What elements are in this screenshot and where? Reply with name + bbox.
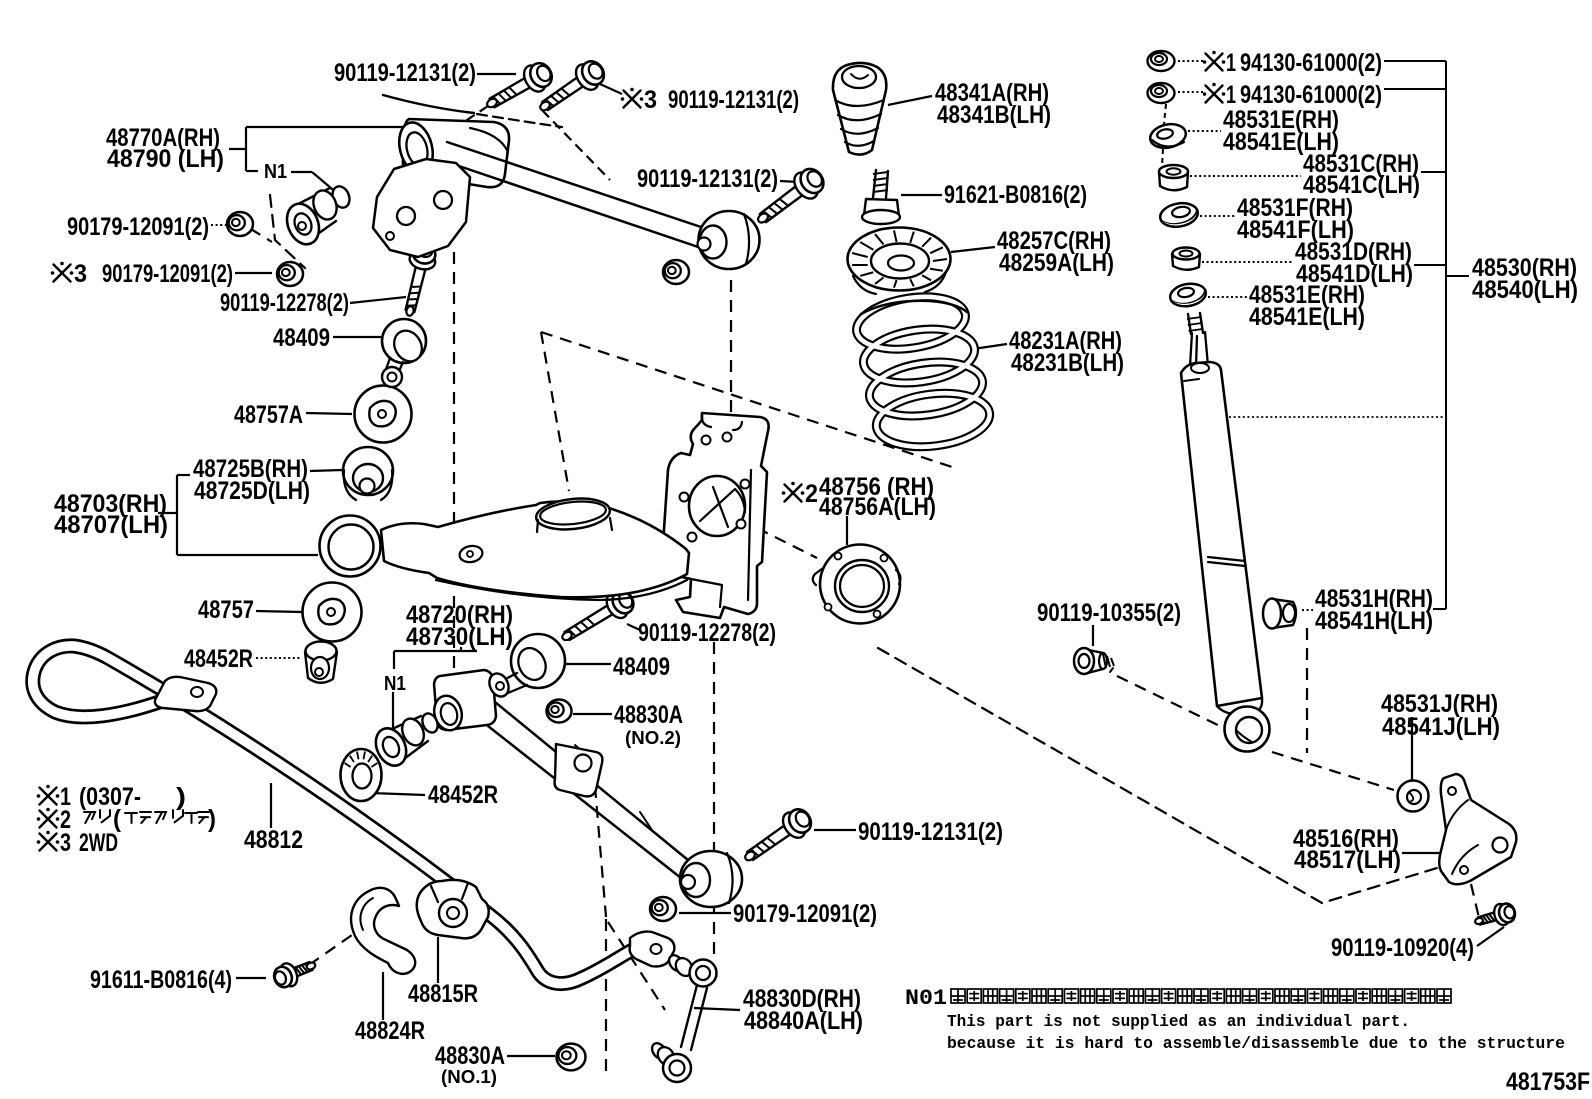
svg-text:48756 (RH): 48756 (RH): [819, 473, 934, 501]
svg-text:48756A(LH): 48756A(LH): [819, 493, 936, 521]
svg-text:): ): [208, 805, 216, 833]
svg-text:1: 1: [1226, 81, 1236, 109]
svg-text:48231A(RH): 48231A(RH): [1009, 327, 1122, 355]
svg-text:48541D(LH): 48541D(LH): [1296, 260, 1413, 288]
svg-text:48541E(LH): 48541E(LH): [1249, 303, 1365, 331]
svg-text:48531F(RH): 48531F(RH): [1237, 194, 1353, 222]
svg-text:N1: N1: [264, 161, 287, 183]
svg-text:48790 (LH): 48790 (LH): [107, 145, 224, 173]
svg-text:48830D(RH): 48830D(RH): [743, 985, 861, 1013]
svg-text:48725B(RH): 48725B(RH): [193, 455, 308, 483]
svg-text:48757A: 48757A: [234, 401, 303, 429]
svg-text:48840A(LH): 48840A(LH): [744, 1007, 863, 1035]
svg-text:94130-61000(2): 94130-61000(2): [1240, 81, 1382, 109]
svg-text:90119-12278(2): 90119-12278(2): [220, 289, 349, 317]
svg-text:48530(RH): 48530(RH): [1472, 254, 1577, 282]
svg-text:48824R: 48824R: [355, 1017, 425, 1045]
svg-text:48730(LH): 48730(LH): [406, 623, 513, 651]
svg-text:48720(RH): 48720(RH): [406, 601, 513, 629]
svg-text:48541J(LH): 48541J(LH): [1382, 713, 1500, 741]
svg-text:48409: 48409: [273, 324, 330, 352]
svg-text:48725D(LH): 48725D(LH): [194, 477, 310, 505]
svg-text:90119-12278(2): 90119-12278(2): [638, 619, 776, 647]
svg-text:48259A(LH): 48259A(LH): [999, 249, 1114, 277]
svg-text:48540(LH): 48540(LH): [1472, 276, 1578, 304]
svg-text:2WD: 2WD: [79, 829, 118, 857]
svg-text:48531H(RH): 48531H(RH): [1315, 585, 1433, 613]
svg-text:91611-B0816(4): 91611-B0816(4): [90, 966, 232, 994]
svg-text:N1: N1: [384, 673, 406, 695]
svg-text:48541F(LH): 48541F(LH): [1237, 216, 1354, 244]
svg-text:3: 3: [644, 86, 657, 114]
svg-text:(NO.2): (NO.2): [625, 728, 681, 748]
svg-text:90119-10920(4): 90119-10920(4): [1331, 934, 1474, 962]
svg-text:48703(RH): 48703(RH): [54, 490, 167, 518]
svg-text:3: 3: [60, 829, 71, 857]
svg-text:48531E(RH): 48531E(RH): [1249, 281, 1365, 309]
svg-text:48707(LH): 48707(LH): [54, 511, 168, 539]
svg-text:): ): [176, 783, 186, 811]
svg-text:(0307-: (0307-: [79, 783, 141, 811]
svg-text:94130-61000(2): 94130-61000(2): [1240, 49, 1382, 77]
svg-text:48517(LH): 48517(LH): [1294, 846, 1401, 874]
svg-text:48830A: 48830A: [614, 701, 683, 729]
svg-text:48815R: 48815R: [408, 980, 478, 1008]
svg-text:90119-12131(2): 90119-12131(2): [668, 86, 799, 114]
svg-text:This part is not supplied as a: This part is not supplied as an individu…: [947, 1013, 1410, 1032]
svg-text:48541E(LH): 48541E(LH): [1223, 128, 1339, 156]
svg-text:48257C(RH): 48257C(RH): [997, 227, 1111, 255]
svg-text:N01: N01: [905, 986, 947, 1011]
svg-text:48341A(RH): 48341A(RH): [935, 79, 1049, 107]
svg-text:3: 3: [74, 260, 87, 288]
svg-text:because it is hard to assemble: because it is hard to assemble/disassemb…: [947, 1035, 1565, 1054]
svg-text:90179-12091(2): 90179-12091(2): [67, 213, 209, 241]
svg-text:90179-12091(2): 90179-12091(2): [733, 900, 877, 928]
svg-text:1: 1: [1226, 49, 1236, 77]
svg-text:48541H(LH): 48541H(LH): [1315, 607, 1433, 635]
svg-text:48231B(LH): 48231B(LH): [1011, 349, 1124, 377]
svg-text:90119-12131(2): 90119-12131(2): [334, 59, 476, 87]
svg-text:481753F: 481753F: [1506, 1068, 1590, 1096]
svg-text:1: 1: [60, 783, 71, 811]
svg-text:(NO.1): (NO.1): [441, 1067, 497, 1087]
svg-text:48531E(RH): 48531E(RH): [1223, 106, 1339, 134]
svg-text:2: 2: [805, 480, 818, 508]
svg-text:48770A(RH): 48770A(RH): [106, 124, 220, 152]
svg-text:48452R: 48452R: [428, 781, 498, 809]
svg-text:48452R: 48452R: [184, 645, 253, 673]
svg-text:48757: 48757: [198, 596, 254, 624]
svg-text:48409: 48409: [613, 653, 670, 681]
svg-text:48531D(RH): 48531D(RH): [1295, 238, 1412, 266]
svg-text:(: (: [113, 805, 122, 833]
svg-text:48341B(LH): 48341B(LH): [937, 101, 1051, 129]
svg-text:2: 2: [60, 806, 71, 834]
svg-text:48531J(RH): 48531J(RH): [1381, 690, 1498, 718]
svg-text:90119-12131(2): 90119-12131(2): [858, 818, 1003, 846]
svg-text:90119-12131(2): 90119-12131(2): [637, 165, 778, 193]
svg-text:48516(RH): 48516(RH): [1293, 825, 1399, 853]
svg-text:48812: 48812: [244, 826, 303, 854]
svg-text:48531C(RH): 48531C(RH): [1303, 150, 1419, 178]
svg-text:90179-12091(2): 90179-12091(2): [102, 260, 233, 288]
svg-text:48541C(LH): 48541C(LH): [1303, 171, 1420, 199]
svg-text:91621-B0816(2): 91621-B0816(2): [944, 181, 1087, 209]
svg-text:48830A: 48830A: [435, 1042, 505, 1070]
svg-text:90119-10355(2): 90119-10355(2): [1037, 599, 1181, 627]
